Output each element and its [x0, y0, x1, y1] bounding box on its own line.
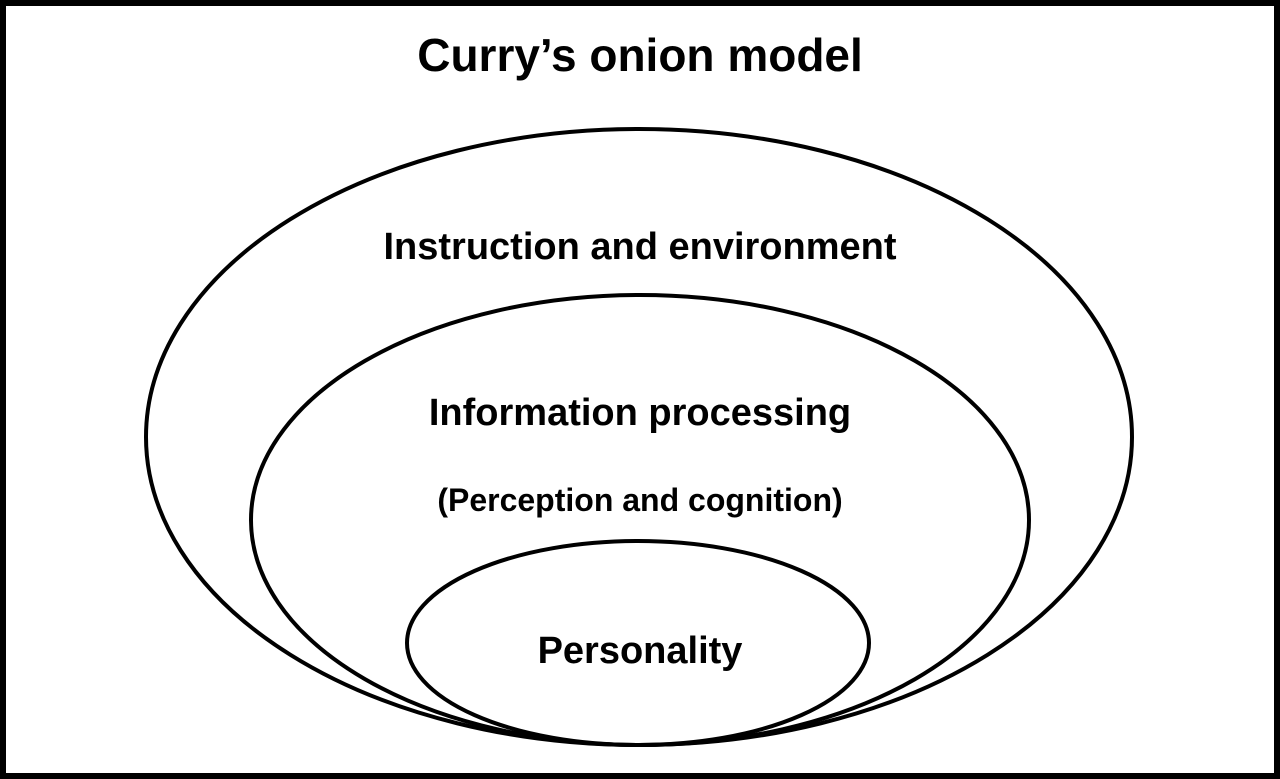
middle-layer-label: Information processing: [428, 392, 852, 434]
inner-layer-label: Personality: [537, 630, 743, 672]
middle-layer-ellipse: [249, 293, 1031, 747]
outer-layer-label: Instruction and environment: [383, 226, 897, 268]
middle-layer-sublabel: (Perception and cognition): [437, 482, 843, 518]
diagram-title: Curry’s onion model: [417, 29, 863, 81]
inner-layer-ellipse: [405, 539, 871, 747]
